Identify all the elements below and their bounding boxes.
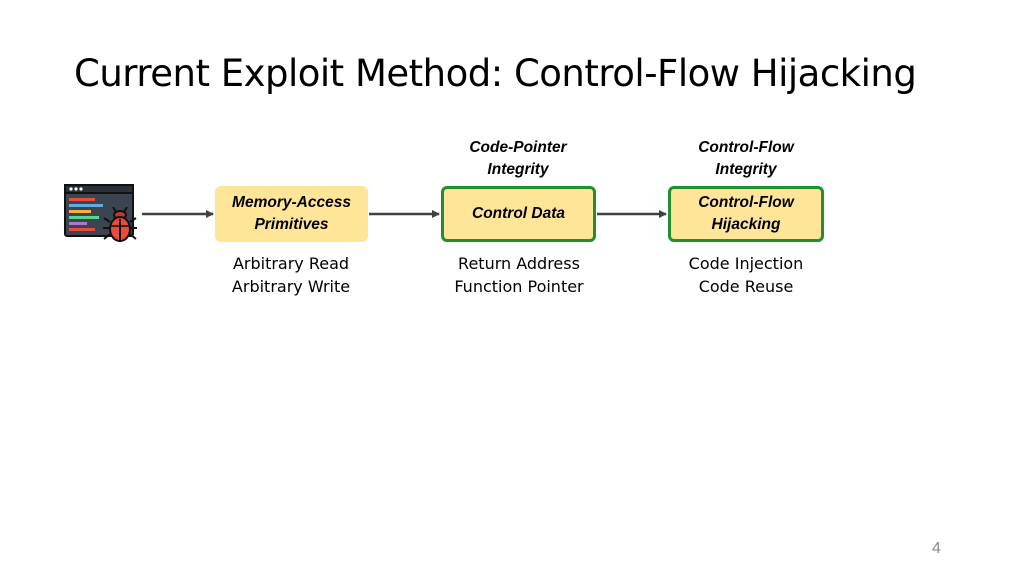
node-memory-access-primitives: Memory-Access Primitives [215, 186, 368, 242]
examples-control-flow-hijacking: Code Injection Code Reuse [688, 254, 804, 296]
label-control-flow-integrity: Control-Flow Integrity [698, 139, 794, 178]
node-control-flow-hijacking: Control-Flow Hijacking [668, 186, 824, 242]
examples-memory-access: Arbitrary Read Arbitrary Write [231, 254, 351, 296]
label-code-pointer-integrity: Code-Pointer Integrity [469, 139, 567, 178]
slide-title: Current Exploit Method: Control-Flow Hij… [74, 52, 917, 95]
malicious-code-bug-icon [64, 184, 137, 242]
node-control-data: Control Data [441, 186, 596, 242]
examples-control-data: Return Address Function Pointer [454, 254, 584, 296]
page-number: 4 [932, 540, 941, 557]
